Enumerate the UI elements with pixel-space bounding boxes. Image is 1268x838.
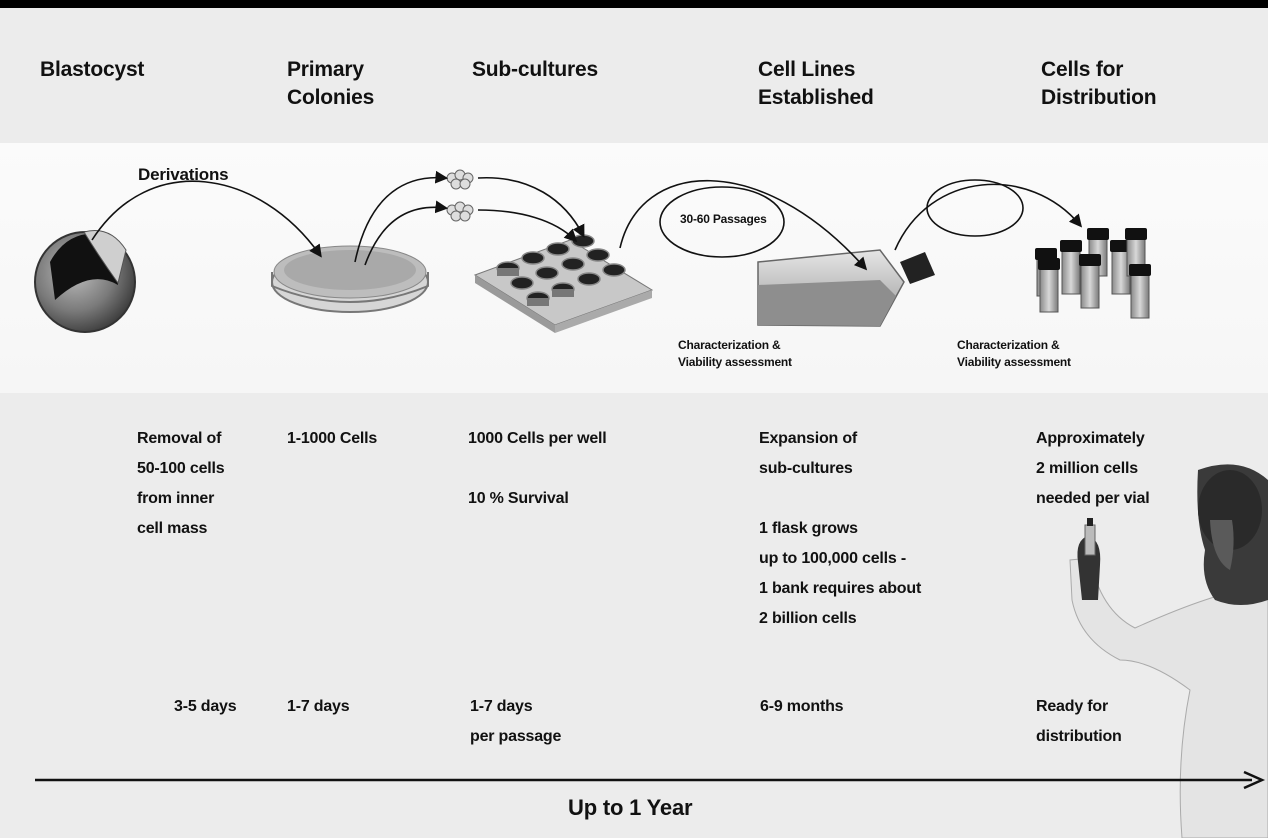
scientist-figure (1069, 464, 1268, 838)
details-band (0, 393, 1268, 838)
passages-label: 30-60 Passages (680, 212, 767, 226)
stage-details-cell-lines: Expansion of sub-cultures 1 flask grows … (759, 430, 922, 627)
header-band (0, 8, 1268, 143)
petri-dish-icon (271, 245, 429, 313)
timeline-label: Up to 1 Year (568, 795, 693, 820)
timeline-arrow (35, 770, 1266, 790)
passage-loops (659, 179, 1024, 258)
stage-details-cells-distribution: Approximately 2 million cells needed per… (1036, 430, 1150, 507)
duration-sub-cultures: 1-7 days per passage (470, 698, 562, 745)
well-plate-icon (473, 234, 654, 333)
characterization-label-1: Characterization & Viability assessment (678, 338, 792, 369)
vials-icon (1035, 228, 1151, 319)
duration-cells-distribution: Ready for distribution (1036, 698, 1122, 745)
stage-details-primary-colonies: 1-1000 Cells (287, 430, 378, 447)
stage-title-blastocyst: Blastocyst (40, 58, 145, 81)
stage-title-cells-distribution: Cells for Distribution (1041, 58, 1157, 109)
characterization-label-2: Characterization & Viability assessment (957, 338, 1071, 369)
top-border (0, 0, 1268, 8)
derivations-label: Derivations (138, 165, 229, 184)
blastocyst-icon (34, 230, 136, 333)
stage-title-sub-cultures: Sub-cultures (472, 58, 598, 81)
stage-details-sub-cultures: 1000 Cells per well 10 % Survival (468, 430, 607, 507)
process-arrows (91, 170, 1083, 271)
stage-title-primary-colonies: Primary Colonies (287, 58, 375, 109)
duration-blastocyst: 3-5 days (174, 698, 237, 715)
culture-flask-icon (757, 249, 935, 327)
stage-title-cell-lines: Cell Lines Established (758, 58, 874, 109)
duration-cell-lines: 6-9 months (760, 698, 844, 715)
duration-primary-colonies: 1-7 days (287, 698, 350, 715)
colony-cluster-icon (446, 169, 474, 222)
stage-details-blastocyst: Removal of 50-100 cells from inner cell … (137, 430, 225, 537)
